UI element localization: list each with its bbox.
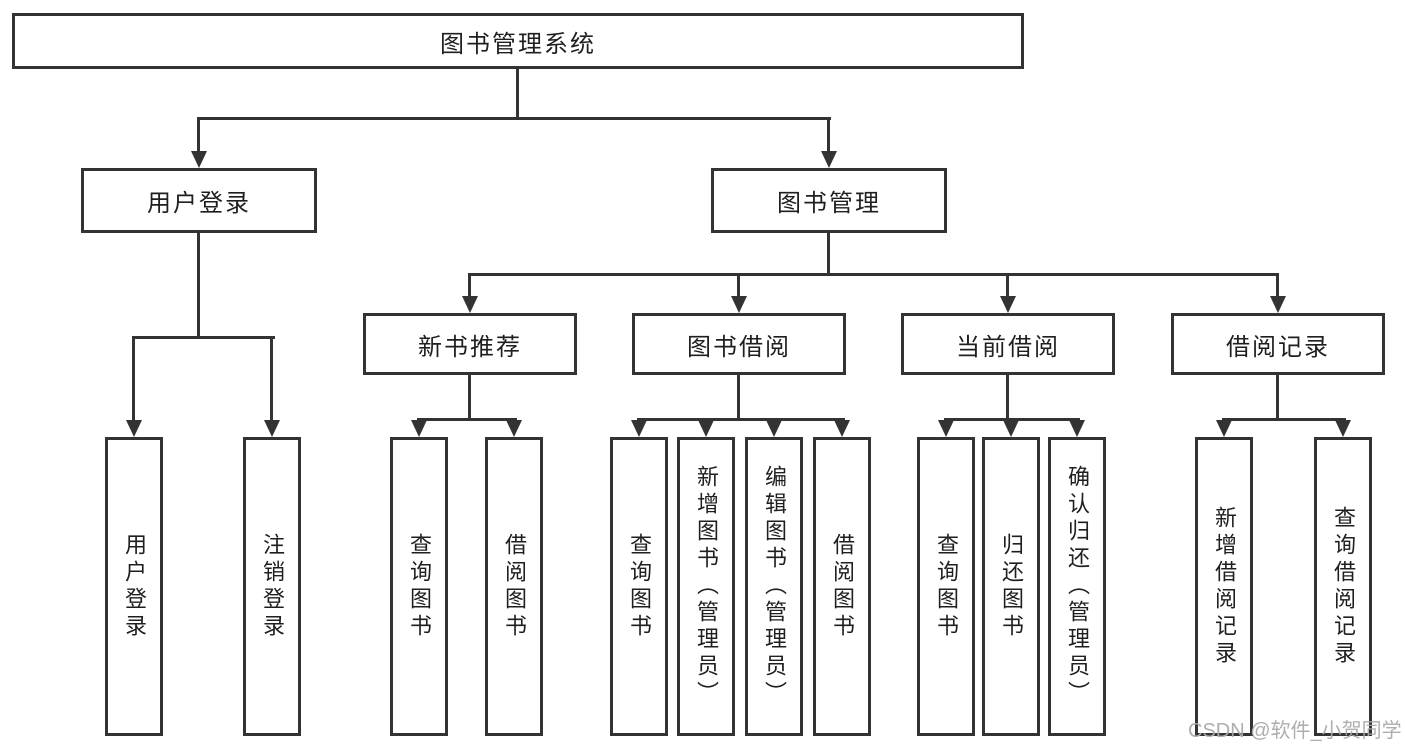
connector-new-book-recommend-stem bbox=[468, 375, 471, 421]
connector-to-book-management bbox=[827, 117, 830, 155]
leaf-query-book-3-label: 查询图书 bbox=[934, 532, 959, 641]
node-book-borrow: 图书借阅 bbox=[632, 313, 846, 375]
leaf-return-book-label: 归还图书 bbox=[999, 532, 1024, 641]
leaf-user-login-label: 用户登录 bbox=[122, 532, 147, 641]
connector-new-book-recommend-bar bbox=[417, 418, 517, 421]
connector-book-management-bar bbox=[468, 273, 1279, 276]
leaf-query-borrow-record-label: 查询借阅记录 bbox=[1331, 505, 1356, 668]
leaf-user-login: 用户登录 bbox=[105, 437, 163, 736]
leaf-edit-book-admin-label: 编辑图书（管理员） bbox=[762, 465, 787, 708]
connector-current-borrow-bar bbox=[944, 418, 1080, 421]
leaf-query-book-1-label: 查询图书 bbox=[407, 532, 432, 641]
connector-borrow-record-bar bbox=[1222, 418, 1346, 421]
leaf-query-book-3: 查询图书 bbox=[917, 437, 975, 736]
connector-to-current-borrow bbox=[1006, 273, 1009, 298]
connector-root-stem bbox=[516, 69, 519, 117]
node-book-management-branch: 图书管理 bbox=[711, 168, 947, 233]
node-book-management-branch-label: 图书管理 bbox=[777, 190, 881, 217]
leaf-logout-label: 注销登录 bbox=[260, 532, 285, 641]
leaf-return-book: 归还图书 bbox=[982, 437, 1040, 736]
arrowhead-book-borrow bbox=[731, 296, 747, 313]
connector-to-leaf-user-login bbox=[132, 336, 135, 422]
node-book-borrow-label: 图书借阅 bbox=[687, 333, 791, 361]
arrowhead-leaf-borrow-book-2 bbox=[834, 420, 850, 437]
arrowhead-leaf-user-login bbox=[126, 420, 142, 437]
arrowhead-book-management bbox=[821, 151, 837, 168]
arrowhead-current-borrow bbox=[1000, 296, 1016, 313]
leaf-borrow-book-2: 借阅图书 bbox=[813, 437, 871, 736]
leaf-edit-book-admin: 编辑图书（管理员） bbox=[745, 437, 803, 736]
arrowhead-user-login bbox=[191, 151, 207, 168]
connector-borrow-record-stem bbox=[1276, 375, 1279, 421]
node-new-book-recommend: 新书推荐 bbox=[363, 313, 577, 375]
connector-to-borrow-record bbox=[1276, 273, 1279, 298]
arrowhead-leaf-edit-book-admin bbox=[766, 420, 782, 437]
node-borrow-record-label: 借阅记录 bbox=[1226, 333, 1330, 361]
leaf-add-borrow-record: 新增借阅记录 bbox=[1195, 437, 1253, 736]
leaf-query-book-2: 查询图书 bbox=[610, 437, 668, 736]
connector-to-leaf-logout bbox=[270, 336, 273, 422]
node-user-login-branch: 用户登录 bbox=[81, 168, 317, 233]
leaf-borrow-book-1-label: 借阅图书 bbox=[502, 532, 527, 641]
connector-book-borrow-stem bbox=[737, 375, 740, 421]
leaf-query-book-2-label: 查询图书 bbox=[627, 532, 652, 641]
arrowhead-leaf-confirm-return bbox=[1069, 420, 1085, 437]
connector-book-management-stem bbox=[827, 233, 830, 273]
node-root: 图书管理系统 bbox=[12, 13, 1024, 69]
leaf-logout: 注销登录 bbox=[243, 437, 301, 736]
node-user-login-branch-label: 用户登录 bbox=[147, 190, 251, 217]
leaf-add-book-admin: 新增图书（管理员） bbox=[677, 437, 735, 736]
leaf-query-book-1: 查询图书 bbox=[390, 437, 448, 736]
connector-to-user-login bbox=[197, 117, 200, 155]
arrowhead-new-book-recommend bbox=[462, 296, 478, 313]
leaf-add-borrow-record-label: 新增借阅记录 bbox=[1212, 505, 1237, 668]
connector-to-book-borrow bbox=[737, 273, 740, 298]
arrowhead-leaf-query-book-2 bbox=[631, 420, 647, 437]
csdn-watermark: CSDN @软件_小贺同学 bbox=[1188, 720, 1402, 742]
arrowhead-leaf-add-borrow-record bbox=[1216, 420, 1232, 437]
arrowhead-leaf-logout bbox=[264, 420, 280, 437]
leaf-confirm-return-admin-label: 确认归还（管理员） bbox=[1065, 465, 1090, 708]
node-current-borrow: 当前借阅 bbox=[901, 313, 1115, 375]
connector-root-bar bbox=[197, 117, 831, 120]
arrowhead-borrow-record bbox=[1270, 296, 1286, 313]
connector-current-borrow-stem bbox=[1006, 375, 1009, 421]
arrowhead-leaf-add-book-admin bbox=[698, 420, 714, 437]
leaf-confirm-return-admin: 确认归还（管理员） bbox=[1048, 437, 1106, 736]
leaf-borrow-book-1: 借阅图书 bbox=[485, 437, 543, 736]
arrowhead-leaf-query-book-3 bbox=[938, 420, 954, 437]
connector-to-new-book-recommend bbox=[468, 273, 471, 298]
node-new-book-recommend-label: 新书推荐 bbox=[418, 333, 522, 361]
node-root-label: 图书管理系统 bbox=[440, 30, 596, 58]
arrowhead-leaf-return-book bbox=[1003, 420, 1019, 437]
connector-user-login-bar bbox=[132, 336, 275, 339]
connector-user-login-stem bbox=[197, 233, 200, 336]
node-current-borrow-label: 当前借阅 bbox=[956, 333, 1060, 361]
connector-book-borrow-bar bbox=[637, 418, 845, 421]
leaf-add-book-admin-label: 新增图书（管理员） bbox=[694, 465, 719, 708]
arrowhead-leaf-query-book-1 bbox=[411, 420, 427, 437]
leaf-borrow-book-2-label: 借阅图书 bbox=[830, 532, 855, 641]
arrowhead-leaf-borrow-book-1 bbox=[506, 420, 522, 437]
node-borrow-record: 借阅记录 bbox=[1171, 313, 1385, 375]
arrowhead-leaf-query-borrow-record bbox=[1335, 420, 1351, 437]
leaf-query-borrow-record: 查询借阅记录 bbox=[1314, 437, 1372, 736]
